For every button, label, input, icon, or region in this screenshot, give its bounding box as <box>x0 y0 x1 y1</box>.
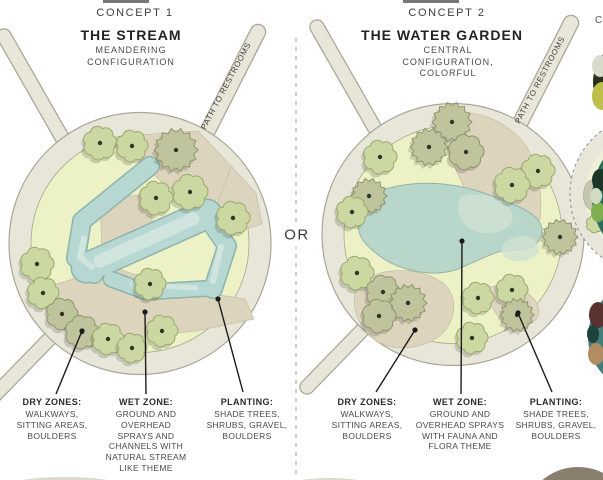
or-divider-label: OR <box>282 223 312 247</box>
concept1-legend-wet-zone: WET ZONE: GROUND AND OVERHEAD SPRAYS AND… <box>86 397 206 474</box>
concept1-site-plan <box>0 23 272 401</box>
tree <box>338 255 375 294</box>
legend-body: GROUND AND OVERHEAD SPRAYS WITH FAUNA AN… <box>415 409 505 452</box>
legend-heading: DRY ZONES: <box>22 397 82 407</box>
callout-dot <box>79 328 85 334</box>
concept2-site-plan <box>299 14 585 395</box>
cropped-photo <box>542 467 603 480</box>
callout-line <box>517 312 553 393</box>
cropped-top-content <box>403 0 459 3</box>
concept1-legend-planting: PLANTING: SHADE TREES, SHRUBS, GRAVEL, B… <box>187 397 307 441</box>
cropped-bottom-content <box>23 477 107 480</box>
cropped-heading-fragment: C <box>595 15 603 26</box>
legend-heading: WET ZONE: <box>118 397 174 407</box>
legend-body: WALKWAYS, SITTING AREAS, BOULDERS <box>331 409 403 441</box>
concept1-eyebrow: CONCEPT 1 <box>96 7 174 19</box>
tree <box>214 200 251 239</box>
callout-dot <box>412 327 418 333</box>
callout-dot <box>515 310 521 316</box>
cropped-photo <box>592 54 603 110</box>
callout-line <box>144 311 147 395</box>
concept2-legend-planting: PLANTING: SHADE TREES, SHRUBS, GRAVEL, B… <box>496 397 603 441</box>
tree <box>492 166 531 207</box>
legend-heading: WET ZONE: <box>432 397 488 407</box>
callout-line <box>375 329 416 393</box>
tree <box>132 267 167 304</box>
tree <box>460 281 495 318</box>
tree <box>137 180 174 219</box>
concept2-legend-dry-zones: DRY ZONES: WALKWAYS, SITTING AREAS, BOUL… <box>307 397 427 441</box>
tree <box>115 332 148 367</box>
tree <box>170 173 209 214</box>
tree <box>114 129 149 166</box>
concept2-legend-wet-zone: WET ZONE: GROUND AND OVERHEAD SPRAYS WIT… <box>400 397 520 452</box>
concept2-title: THE WATER GARDEN <box>361 27 523 43</box>
tree <box>144 314 179 351</box>
tree <box>360 298 397 337</box>
concept1-subtitle: MEANDERING CONFIGURATION <box>87 45 175 67</box>
cropped-photo <box>587 299 603 375</box>
callout-dot <box>215 296 221 302</box>
callout-dot <box>142 309 148 315</box>
tree <box>90 322 125 359</box>
legend-body: SHADE TREES, SHRUBS, GRAVEL, BOULDERS <box>515 409 597 441</box>
callout-dot <box>459 238 465 244</box>
concept2-eyebrow: CONCEPT 2 <box>408 7 486 19</box>
cropped-right-edge-content <box>542 54 603 480</box>
cropped-top-content <box>103 0 149 3</box>
callout-line <box>460 240 463 395</box>
cropped-photo <box>590 159 603 235</box>
legend-heading: PLANTING: <box>529 397 583 407</box>
tree <box>18 246 55 285</box>
callout-line <box>217 298 244 393</box>
tree <box>151 127 199 175</box>
legend-heading: PLANTING: <box>220 397 274 407</box>
pond-water-feature <box>357 182 543 274</box>
concept1-legend-dry-zones: DRY ZONES: WALKWAYS, SITTING AREAS, BOUL… <box>0 397 112 441</box>
legend-heading: DRY ZONES: <box>337 397 397 407</box>
tree <box>81 125 118 164</box>
stream-water-feature <box>66 156 237 301</box>
legend-body: GROUND AND OVERHEAD SPRAYS AND CHANNELS … <box>105 409 187 473</box>
tree <box>446 133 485 174</box>
concept2-subtitle: CENTRAL CONFIGURATION, COLORFUL <box>402 45 494 78</box>
tree <box>361 139 398 178</box>
tree <box>25 276 60 313</box>
tree <box>497 297 535 336</box>
callout-line <box>55 330 83 395</box>
legend-body: WALKWAYS, SITTING AREAS, BOULDERS <box>16 409 88 441</box>
concept1-title: THE STREAM <box>80 27 182 43</box>
tree <box>539 218 579 258</box>
tree <box>407 127 449 169</box>
tree <box>334 195 369 232</box>
legend-body: SHADE TREES, SHRUBS, GRAVEL, BOULDERS <box>206 409 288 441</box>
